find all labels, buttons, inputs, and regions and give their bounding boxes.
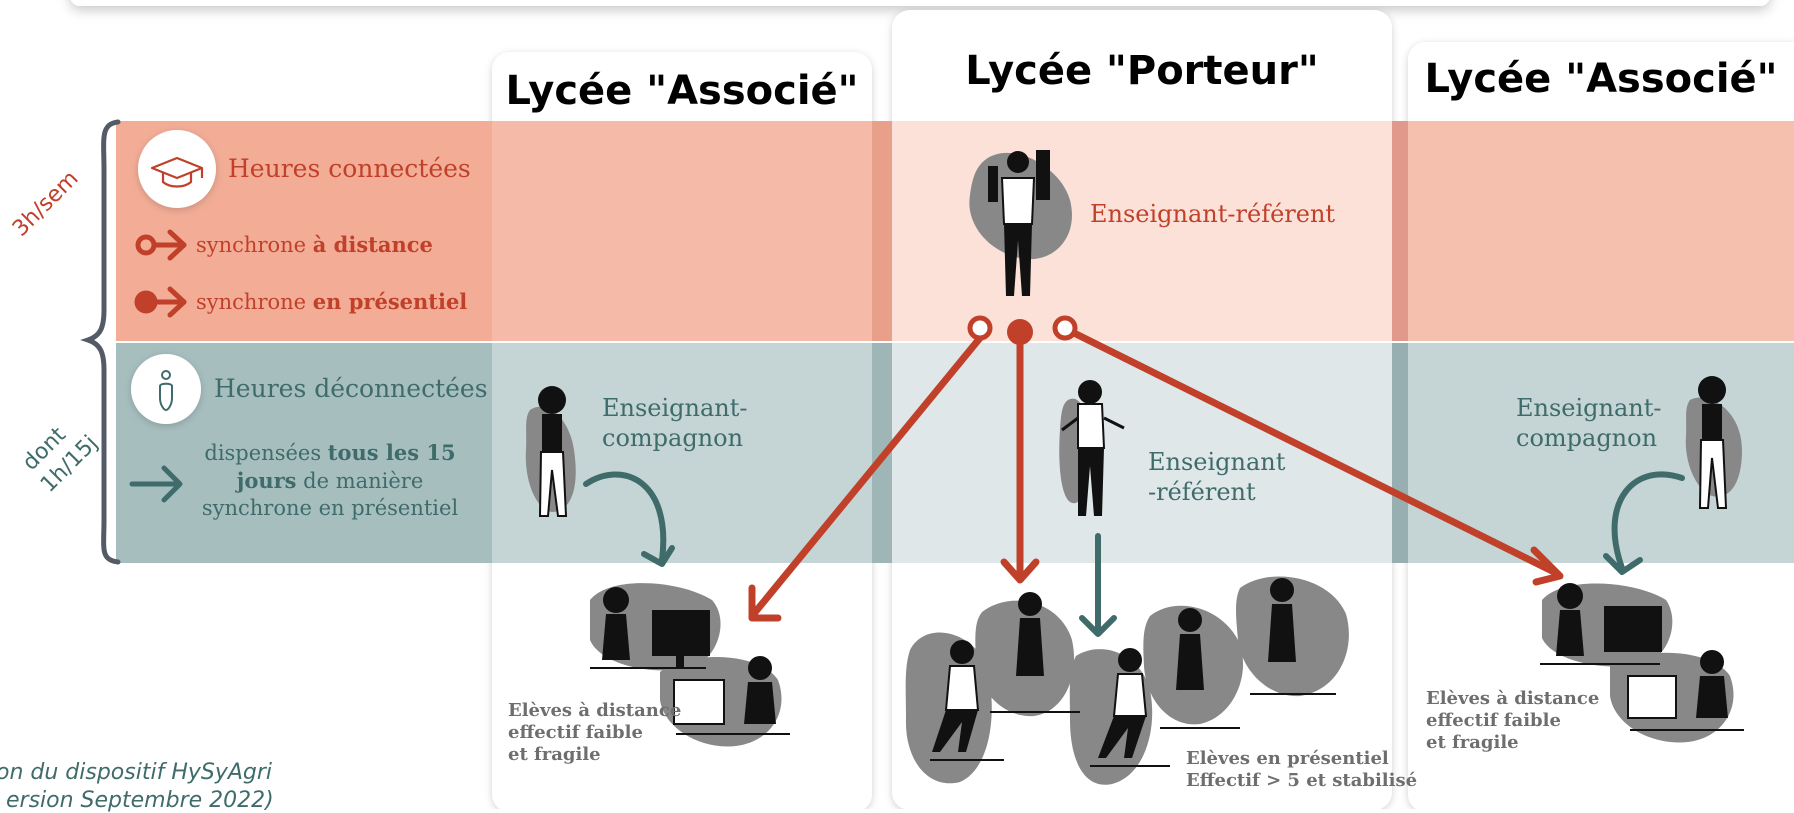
companion-right-label-2: compagnon — [1516, 424, 1658, 452]
referent-mid-label-1: Enseignant — [1148, 448, 1286, 476]
disconnected-arrow-icon — [129, 465, 183, 503]
band-connected-right — [1408, 121, 1794, 342]
companion-right-label-1: Enseignant- — [1516, 394, 1662, 422]
teal-arrow-left — [583, 471, 675, 567]
disconnected-desc-line2: jours de manière — [196, 468, 464, 493]
arrow-origin-remote-right — [1052, 315, 1078, 341]
band-connected-left-overlay — [492, 121, 872, 342]
companion-right-figure — [1685, 376, 1742, 509]
students-right-group — [1540, 583, 1744, 743]
sync-remote-icon — [135, 229, 187, 261]
sync-remote-prefix: synchrone — [196, 233, 313, 257]
brace — [80, 119, 121, 565]
column-title-right: Lycée "Associé" — [1424, 56, 1778, 102]
footer-caption-1: on du dispositif HySyAgri — [0, 760, 273, 785]
students-left-group — [590, 583, 790, 747]
teal-arrow-center — [1079, 533, 1117, 637]
students-center-label-2: Effectif > 5 et stabilisé — [1186, 770, 1418, 791]
graduation-cap-icon — [150, 156, 204, 188]
sync-remote-bold: à distance — [312, 232, 433, 257]
band-connected-gap-right — [1392, 121, 1408, 342]
connected-hours-title: Heures connectées — [228, 154, 471, 183]
person-icon-bg — [131, 354, 201, 424]
students-left-label-1: Elèves à distance — [508, 700, 682, 721]
companion-left-figure — [525, 386, 576, 517]
sync-inperson-prefix: synchrone — [196, 290, 313, 314]
graduation-cap-icon-bg — [138, 130, 216, 208]
disc-line2-suffix: de manière — [296, 469, 424, 493]
referent-top-figure — [969, 150, 1072, 296]
disconnected-desc-line3: synchrone en présentiel — [201, 496, 459, 520]
top-banner-edge — [70, 0, 1770, 6]
band-connected-center — [892, 121, 1392, 342]
sync-inperson-icon — [134, 286, 187, 318]
disc-line1-prefix: dispensées — [204, 441, 328, 465]
arrow-to-right-students — [1064, 326, 1564, 586]
students-right-label-2: effectif faible — [1426, 710, 1561, 731]
companion-left-label-2: compagnon — [602, 424, 744, 452]
referent-top-label: Enseignant-référent — [1090, 200, 1336, 228]
disc-line2-bold: jours — [236, 468, 297, 493]
students-right-label-1: Elèves à distance — [1426, 688, 1600, 709]
arrow-to-center-students — [1000, 330, 1040, 584]
band-disconnected-gap-right — [1392, 342, 1408, 563]
referent-mid-figure — [1059, 380, 1125, 516]
sync-remote-label: synchrone à distance — [196, 232, 433, 257]
sync-inperson-bold: en présentiel — [312, 289, 468, 314]
companion-left-label-1: Enseignant- — [602, 394, 748, 422]
column-title-center: Lycée "Porteur" — [965, 48, 1319, 94]
teal-arrow-right — [1603, 471, 1685, 575]
referent-mid-label-2: -référent — [1148, 478, 1256, 506]
column-title-left: Lycée "Associé" — [505, 68, 859, 114]
sync-inperson-label: synchrone en présentiel — [196, 289, 467, 314]
students-center-label-1: Elèves en présentiel — [1186, 748, 1389, 769]
band-connected-gap-left — [872, 121, 892, 342]
disconnected-desc-line1: dispensées tous les 15 — [196, 440, 464, 465]
arrow-origin-inperson — [1007, 319, 1033, 345]
person-outline-icon — [159, 370, 173, 412]
students-left-label-3: et fragile — [508, 744, 601, 765]
disconnected-hours-title: Heures déconnectées — [214, 374, 488, 403]
disc-line1-bold: tous les 15 — [327, 440, 456, 465]
students-left-label-2: effectif faible — [508, 722, 643, 743]
footer-caption-2: ersion Septembre 2022) — [6, 788, 274, 813]
arrow-to-left-students — [748, 334, 984, 622]
arrow-origin-remote-left — [967, 315, 993, 341]
students-right-label-3: et fragile — [1426, 732, 1519, 753]
students-center-group — [905, 576, 1349, 785]
